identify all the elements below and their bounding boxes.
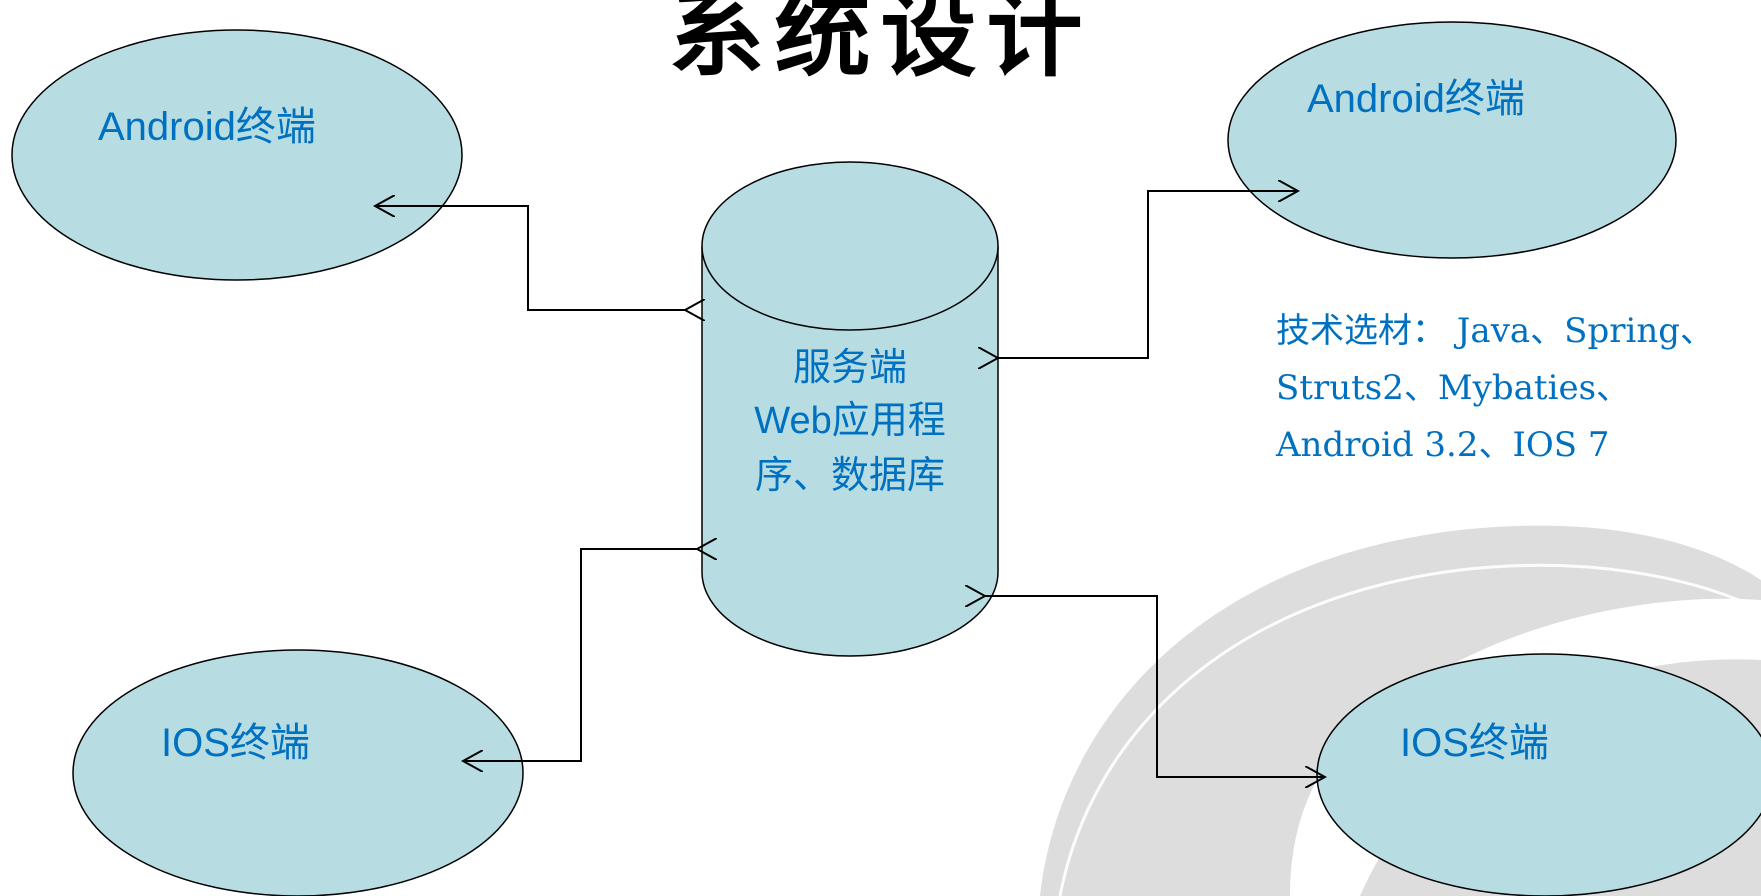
server-label: 服务端 Web应用程 序、数据库 [700, 340, 1000, 502]
android-node-top-right[interactable] [1227, 21, 1677, 259]
android-label-top-left: Android终端 [98, 105, 316, 149]
ios-label-bottom-right: IOS终端 [1400, 721, 1549, 765]
connector-android-left [375, 206, 685, 310]
slide-title: 系统设计 [668, 0, 1093, 90]
ios-label-bottom-left: IOS终端 [161, 721, 310, 765]
connector-ios-right [985, 596, 1325, 777]
tech-stack-note: 技术选材： Java、Spring、Struts2、Mybaties、Andro… [1276, 311, 1715, 465]
ios-node-bottom-left[interactable] [72, 649, 524, 896]
connector-android-right [998, 191, 1298, 358]
ios-node-bottom-right[interactable] [1316, 653, 1761, 896]
server-label-line-2: Web应用程 [754, 400, 946, 442]
connector-ios-left [463, 549, 697, 761]
server-label-line-1: 服务端 [792, 345, 907, 389]
server-label-line-3: 序、数据库 [754, 453, 945, 497]
android-label-top-right: Android终端 [1307, 77, 1525, 121]
server-cylinder[interactable] [701, 161, 999, 657]
android-node-top-left[interactable] [11, 29, 463, 281]
